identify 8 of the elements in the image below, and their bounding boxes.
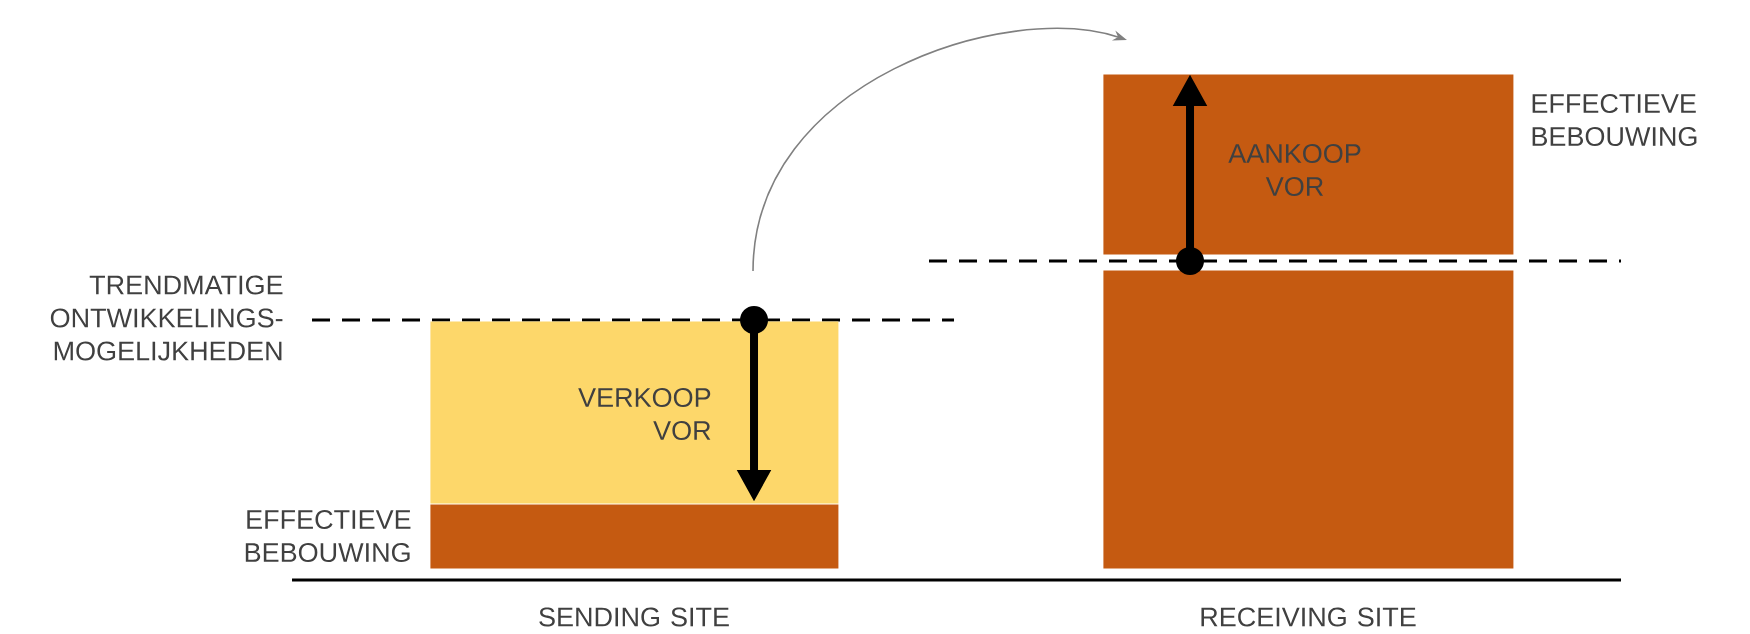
text-label: TRENDMATIGE ONTWIKKELINGS- MOGELIJKHEDEN [50, 275, 283, 361]
block-label: AANKOOP VOR [1228, 143, 1361, 197]
block-label: VERKOOP VOR [578, 387, 711, 441]
text-label: RECEIVING SITE [1201, 607, 1416, 627]
block-label: EFFECTIEVE BEBOUWING [1532, 93, 1697, 147]
block-label: EFFECTIEVE BEBOUWING [245, 509, 411, 563]
bar [1103, 270, 1514, 569]
text-label: SENDING SITE [539, 607, 729, 627]
